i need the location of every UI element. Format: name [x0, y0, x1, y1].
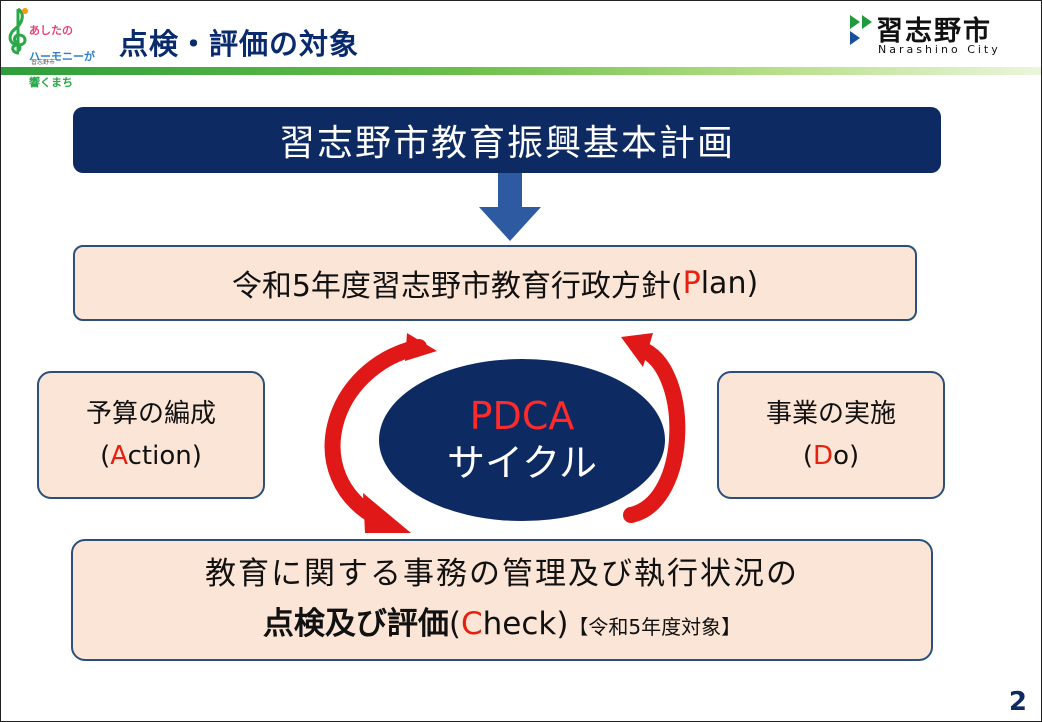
city-name: 習志野市	[876, 16, 992, 47]
pdca-title: PDCA	[469, 394, 575, 438]
harmony-logo: あしたの ハーモニーが 響くまち 習志野市	[5, 5, 105, 89]
policy-rest: lan)	[700, 265, 759, 301]
check-box: 教育に関する事務の管理及び執行状況の 点検及び評価(Check)【令和5年度対象…	[71, 539, 933, 661]
pdca-cycle-ellipse: PDCA サイクル	[379, 359, 665, 521]
pdca-subtitle: サイクル	[446, 441, 598, 485]
logo-tagline: あしたの ハーモニーが 響くまち	[29, 11, 107, 102]
action-letter: A	[110, 441, 128, 471]
tagline-line: ハーモニーが	[29, 50, 95, 63]
do-english: (Do)	[802, 441, 860, 471]
action-english: (Action)	[100, 441, 202, 471]
policy-text: 令和5年度習志野市教育行政方針(	[231, 269, 683, 304]
down-arrow-icon	[479, 173, 541, 241]
logo-small-text: 習志野市	[31, 59, 56, 66]
check-line-2: 点検及び評価(Check)【令和5年度対象】	[262, 605, 742, 642]
check-note: 【令和5年度対象】	[568, 614, 742, 639]
tagline-line: 響くまち	[29, 76, 73, 89]
city-name-en: Narashino City	[878, 43, 1001, 56]
do-letter: D	[813, 441, 834, 471]
cycle-arrow-left-icon	[324, 333, 437, 533]
tagline-line: あしたの	[29, 24, 73, 37]
basic-plan-banner: 習志野市教育振興基本計画	[73, 107, 941, 173]
treble-clef-icon	[8, 7, 28, 55]
check-line-1: 教育に関する事務の管理及び執行状況の	[205, 555, 799, 592]
cycle-arrow-right-icon	[621, 333, 686, 523]
header-divider	[1, 67, 1041, 75]
page-number: 2	[1008, 687, 1027, 717]
plan-letter: P	[682, 265, 701, 301]
city-emblem-icon	[850, 15, 872, 45]
action-box: 予算の編成 (Action)	[37, 371, 265, 499]
page-title: 点検・評価の対象	[119, 27, 360, 61]
check-letter: C	[460, 605, 483, 642]
do-box: 事業の実施 (Do)	[717, 371, 945, 499]
city-logo: 習志野市 Narashino City	[850, 7, 1035, 63]
check-bold: 点検及び評価	[262, 605, 449, 642]
do-label: 事業の実施	[765, 399, 896, 429]
action-label: 予算の編成	[85, 399, 216, 429]
